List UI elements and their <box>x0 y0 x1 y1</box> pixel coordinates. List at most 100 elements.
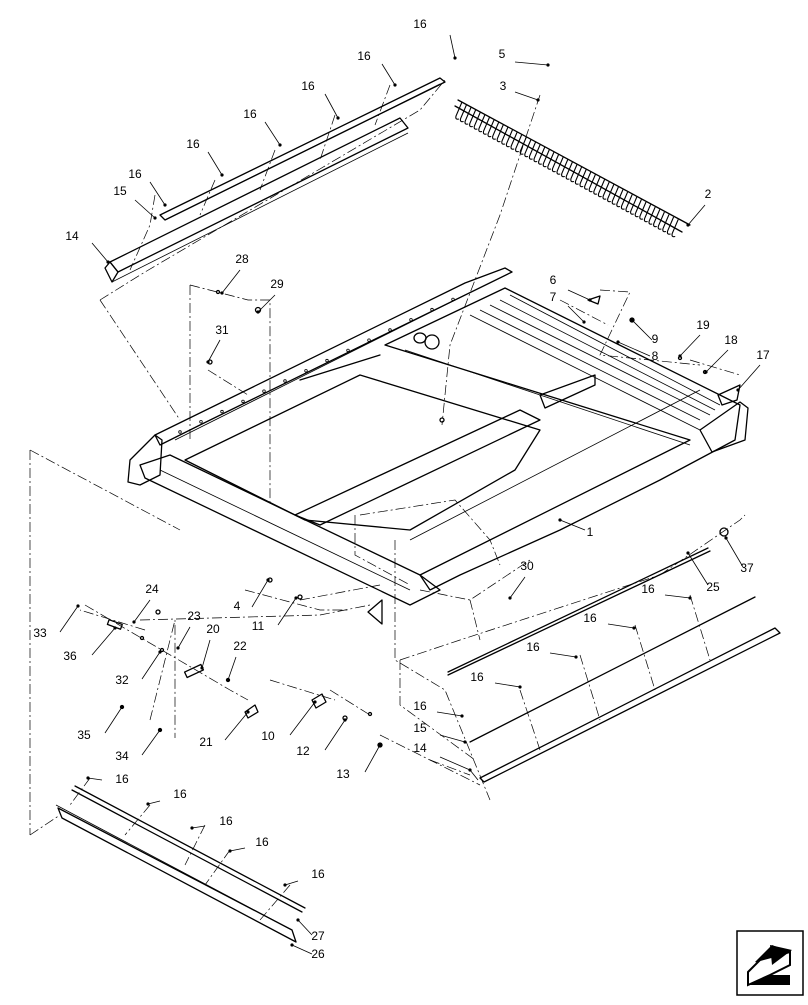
callout-label-17: 17 <box>756 348 770 362</box>
leader-dot <box>378 743 382 747</box>
leader-dot <box>546 63 550 67</box>
leader-line <box>207 151 223 176</box>
callout-label-5: 5 <box>499 47 506 61</box>
leader-dot <box>393 83 397 87</box>
callout-label-16: 16 <box>470 670 484 684</box>
leader-dot <box>736 388 740 392</box>
callout-label-28: 28 <box>235 252 249 266</box>
callout-label-27: 27 <box>311 929 325 943</box>
leader-line <box>221 269 241 294</box>
leader-line <box>687 552 709 586</box>
leader-dot <box>132 620 136 624</box>
callout-label-14: 14 <box>413 741 427 755</box>
leader-dot <box>228 849 232 853</box>
tine <box>570 164 578 183</box>
leader-line <box>297 919 313 936</box>
leader-line <box>227 656 237 681</box>
tine <box>519 136 527 155</box>
tine <box>551 154 560 173</box>
leader-dot <box>106 260 110 264</box>
rail-hole <box>283 379 287 383</box>
tine <box>597 179 606 198</box>
leader-dot <box>296 918 300 922</box>
leader-line <box>705 349 729 373</box>
leader-line <box>381 63 396 86</box>
tine <box>492 121 500 140</box>
leader-dot <box>113 626 117 630</box>
callout-label-24: 24 <box>145 582 159 596</box>
leader-line <box>559 519 586 531</box>
leader-dot <box>453 56 457 60</box>
leader-dot <box>686 551 690 555</box>
leader-dot <box>588 298 592 302</box>
leader-dot <box>176 646 180 650</box>
callout-label-16: 16 <box>301 79 315 93</box>
leader-dot <box>120 705 124 709</box>
leader-line <box>617 341 651 357</box>
main-frame <box>127 267 749 606</box>
callout-label-16: 16 <box>641 582 655 596</box>
leader-line <box>149 181 166 206</box>
callout-label-33: 33 <box>33 626 47 640</box>
leader-dot <box>704 370 708 374</box>
tine <box>565 161 573 180</box>
leader-line <box>229 847 246 852</box>
callout-label-6: 6 <box>550 273 557 287</box>
leader-line <box>141 729 161 756</box>
tine <box>634 199 642 218</box>
leader-line <box>91 242 109 263</box>
leader-line <box>264 121 281 146</box>
leader-dot <box>146 802 150 806</box>
callout-label-16: 16 <box>115 772 129 786</box>
leader-line <box>277 597 297 626</box>
callout-label-9: 9 <box>652 332 659 346</box>
leader-line <box>567 305 585 323</box>
rail-hole <box>241 399 245 404</box>
tine <box>473 111 481 130</box>
leader-line <box>291 944 313 955</box>
leader-line <box>177 626 191 649</box>
tine <box>574 166 583 185</box>
leader-dot <box>582 320 586 324</box>
leader-line <box>91 627 116 656</box>
leader-dot <box>220 291 224 295</box>
callout-label-16: 16 <box>413 699 427 713</box>
leader-dot <box>266 578 270 582</box>
tine <box>510 131 518 150</box>
tine <box>515 134 523 153</box>
leader-dot <box>313 700 317 704</box>
leader-line <box>509 576 526 599</box>
rail-hole <box>451 297 455 302</box>
callout-label-14: 14 <box>65 229 79 243</box>
callout-label-4: 4 <box>234 599 241 613</box>
tine <box>620 191 629 210</box>
tine <box>547 151 555 170</box>
tine <box>611 186 619 205</box>
callout-label-19: 19 <box>696 318 710 332</box>
tine <box>487 119 495 138</box>
callout-label-30: 30 <box>520 559 534 573</box>
leader-dot <box>630 318 634 322</box>
leader-dot <box>536 98 540 102</box>
tine <box>625 194 633 213</box>
callout-label-36: 36 <box>63 649 77 663</box>
callout-label-11: 11 <box>252 619 265 633</box>
leader-dot <box>678 354 682 358</box>
rail-hole <box>325 358 329 363</box>
callout-label-20: 20 <box>206 622 220 636</box>
leader-dot <box>343 718 347 722</box>
next-page-arrow-icon[interactable] <box>736 930 804 996</box>
callout-label-3: 3 <box>500 79 507 93</box>
leader-line <box>59 605 79 633</box>
leader-dot <box>294 596 298 600</box>
callout-label-29: 29 <box>270 277 284 291</box>
tine <box>671 219 679 238</box>
leader-dot <box>688 596 692 600</box>
leader-dot <box>463 740 467 744</box>
rail-hole <box>409 318 413 322</box>
leader-dot <box>460 714 464 718</box>
leader-dot <box>336 116 340 120</box>
leader-dot <box>468 768 472 772</box>
tine <box>459 104 468 123</box>
